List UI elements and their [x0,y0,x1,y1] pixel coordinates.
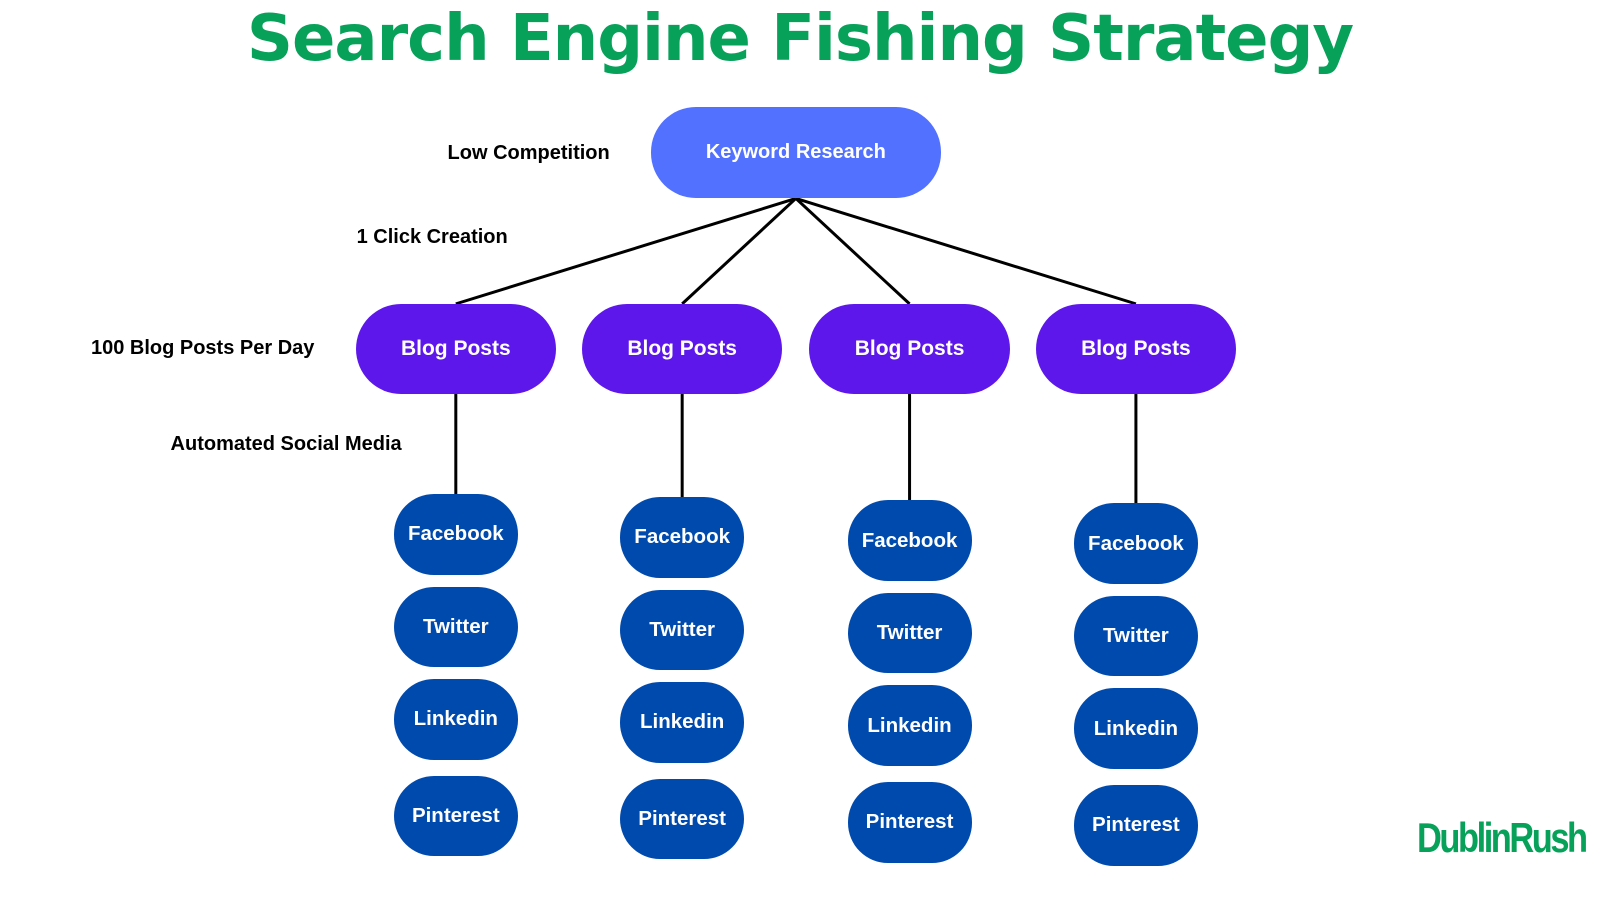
blog-posts-node-4: Blog Posts [1035,303,1237,394]
pinterest-node-2: Pinterest [620,778,745,860]
root-to-blog-line-1 [455,197,797,306]
pinterest-node-3: Pinterest [847,781,972,863]
facebook-node-3: Facebook [847,500,972,581]
twitter-node-2: Twitter [620,589,745,671]
blog-posts-node-2: Blog Posts [581,303,783,394]
linkedin-node-2: Linkedin [620,682,745,763]
linkedin-node-3: Linkedin [847,685,972,766]
linkedin-node-4: Linkedin [1073,688,1198,769]
blog-posts-node-3: Blog Posts [809,303,1010,394]
low-competition-label: Low Competition [447,141,610,164]
blog-posts-node-1: Blog Posts [355,303,557,394]
automated-social-media-label: Automated Social Media [170,433,402,456]
keyword-research-node: Keyword Research [651,107,941,199]
brand-logo: DublinRush [1417,814,1588,861]
pinterest-node-1: Pinterest [393,775,518,857]
blog-posts-per-day-label: 100 Blog Posts Per Day [90,336,315,359]
pinterest-node-4: Pinterest [1073,785,1198,866]
linkedin-node-1: Linkedin [393,679,518,760]
twitter-node-3: Twitter [847,592,972,674]
twitter-node-4: Twitter [1073,595,1198,677]
facebook-node-1: Facebook [393,494,518,575]
root-to-blog-line-2 [681,197,797,305]
twitter-node-1: Twitter [393,586,518,668]
one-click-creation-label: 1 Click Creation [356,226,508,249]
root-to-blog-line-3 [794,197,911,305]
facebook-node-2: Facebook [620,497,745,578]
diagram-title: Search Engine Fishing Strategy [246,2,1354,76]
facebook-node-4: Facebook [1073,503,1198,584]
root-to-blog-line-4 [795,197,1137,306]
